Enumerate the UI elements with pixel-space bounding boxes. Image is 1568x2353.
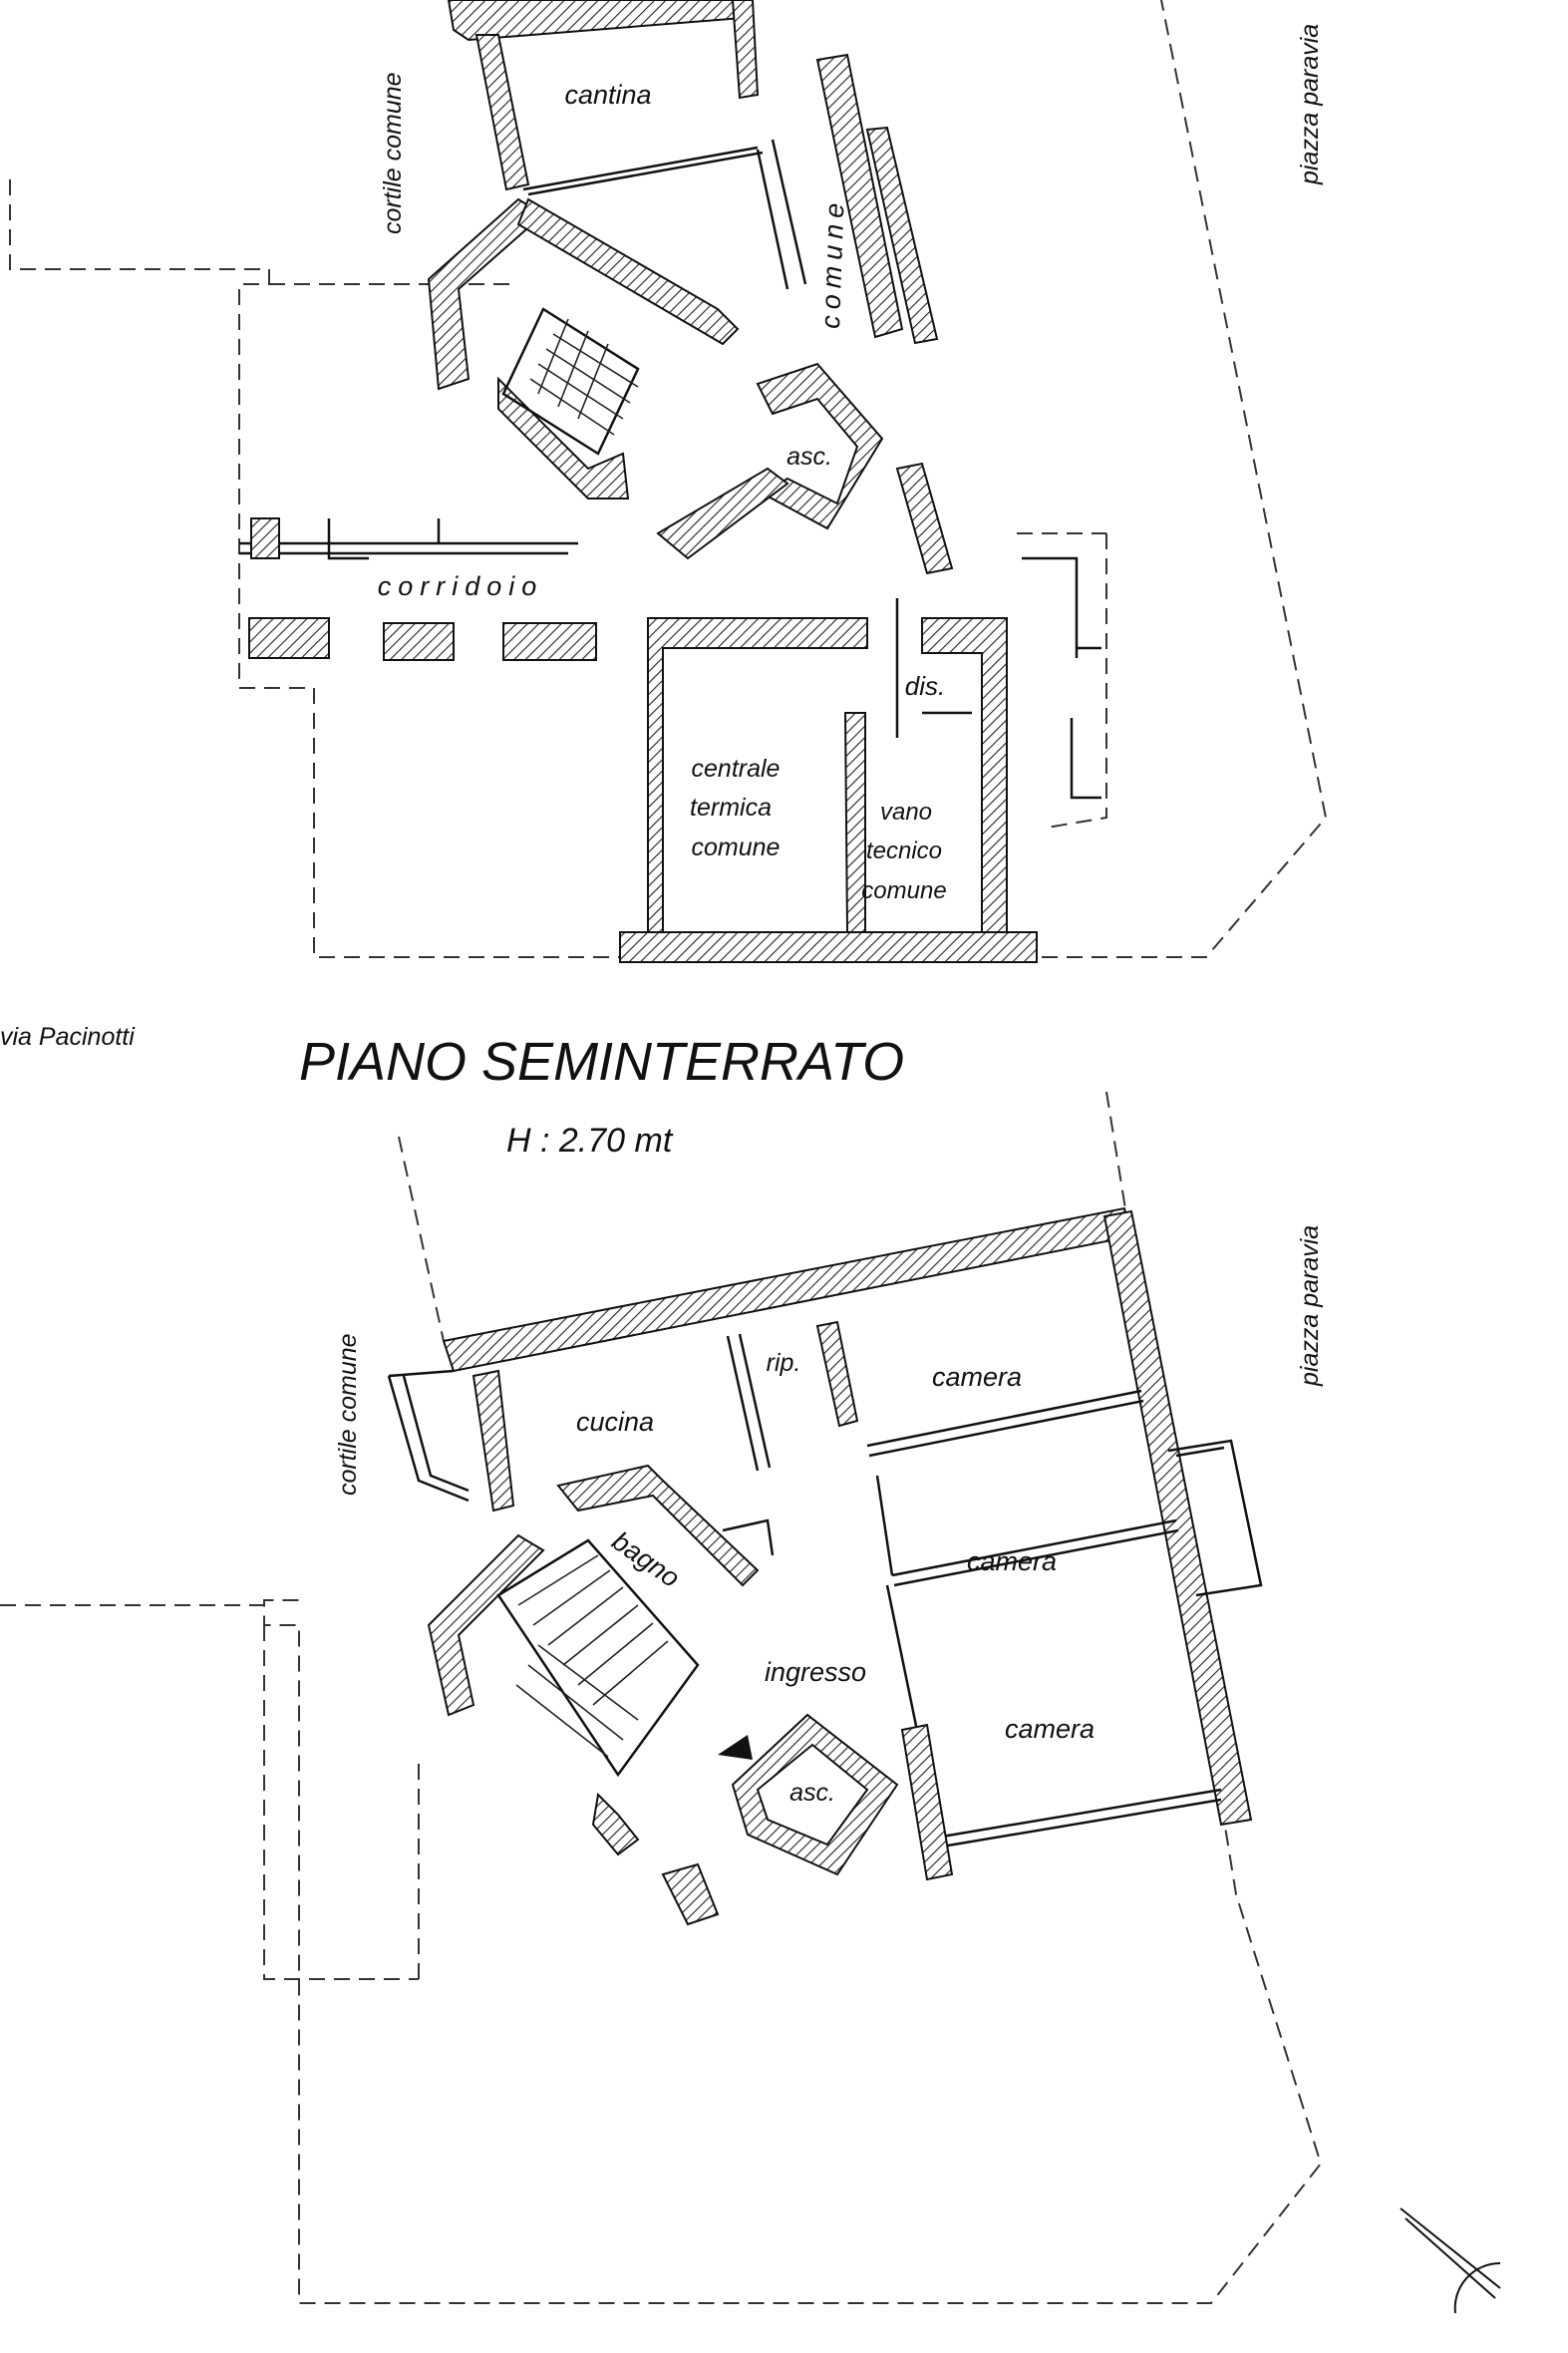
- label-bagno: bagno: [607, 1525, 686, 1593]
- corridoio-pier-4: [502, 622, 597, 661]
- camera2-west-wall: [875, 1475, 894, 1576]
- top-lot-outline: [9, 0, 1328, 958]
- label-via: via Pacinotti: [0, 1023, 136, 1051]
- label-top-piazza: piazza paravia: [1296, 24, 1324, 185]
- label-bottom-piazza: piazza paravia: [1296, 1225, 1324, 1387]
- label-top-cortile: cortile comune: [379, 72, 407, 234]
- ct-right-wall: [921, 617, 1008, 933]
- stair-well-wall: [427, 1533, 545, 1717]
- label-bottom-cortile: cortile comune: [334, 1333, 362, 1496]
- label-cantina: cantina: [564, 80, 651, 110]
- apt-north-wall-ext: [388, 1369, 455, 1378]
- label-ingresso: ingresso: [765, 1657, 866, 1687]
- label-camera-2: camera: [967, 1546, 1057, 1576]
- top-lot-right-inner: [1046, 533, 1107, 829]
- cucina-balcony: [387, 1375, 470, 1503]
- right-room-2: [1070, 718, 1101, 800]
- label-centrale-3: comune: [692, 834, 781, 861]
- cucina-rip-wall-2: [738, 1333, 772, 1469]
- label-vano-1: vano: [880, 799, 932, 826]
- stair-core-wall: [427, 197, 545, 391]
- comune-wall-right2: [865, 126, 939, 345]
- label-cucina: cucina: [576, 1407, 654, 1437]
- bottom-lot-lower-left: [263, 1625, 419, 1980]
- camera3-south-wall: [941, 1788, 1222, 1839]
- top-lift-wall: [756, 362, 884, 530]
- right-room-1: [1022, 556, 1079, 658]
- label-top-asc: asc.: [786, 443, 832, 471]
- cantina-bottom-wall: [522, 146, 759, 191]
- comune-wall-right: [815, 53, 904, 339]
- east-balcony-inner: [1175, 1446, 1225, 1458]
- label-bottom-asc: asc.: [789, 1779, 835, 1807]
- camera3-west-wall: [900, 1723, 954, 1881]
- camera1-camera2-wall-2: [868, 1399, 1144, 1458]
- stair-core-wall-2: [516, 197, 740, 346]
- ct-bottom-wall: [619, 931, 1038, 963]
- cucina-balcony-inner: [402, 1375, 470, 1493]
- cucina-rip-wall: [726, 1335, 760, 1472]
- plan-title: PIANO SEMINTERRATO: [299, 1032, 904, 1092]
- compass-icon: [1400, 2207, 1501, 2314]
- label-centrale-1: centrale: [692, 755, 781, 783]
- cantina-wall-right: [731, 0, 760, 100]
- cucina-west-wall: [471, 1369, 515, 1513]
- apt-north-wall: [442, 1206, 1133, 1373]
- label-corridoio: corridoio: [378, 571, 544, 601]
- rip-wall: [815, 1320, 859, 1428]
- label-rip: rip.: [767, 1349, 801, 1377]
- camera2-camera3-wall: [891, 1518, 1177, 1577]
- comune-wall-left: [756, 149, 789, 290]
- camera2-camera3-wall-2: [893, 1528, 1179, 1587]
- label-dis: dis.: [905, 671, 945, 701]
- bottom-lot-outline: [263, 1091, 1323, 2304]
- comune-wall-left2: [771, 139, 807, 285]
- bottom-floor-plan: cucina rip. camera camera camera bagno i…: [0, 1091, 1324, 2304]
- corridoio-pier-3: [383, 622, 455, 661]
- top-lift-arm: [656, 467, 789, 560]
- height-note: H : 2.70 mt: [506, 1122, 674, 1160]
- corridoio-pier-1: [250, 517, 280, 559]
- label-camera-1: camera: [932, 1362, 1022, 1392]
- cantina-bottom-wall-inner: [527, 151, 764, 196]
- stair-core-wall-3: [497, 376, 630, 500]
- bagno-lower-wall: [661, 1862, 720, 1926]
- top-floor-plan: cantina comune asc. corridoio dis. centr…: [0, 0, 1328, 1051]
- apt-east-wall: [1102, 1209, 1253, 1827]
- camera1-camera2-wall: [866, 1389, 1142, 1448]
- corridoio-door-1: [327, 518, 369, 560]
- label-vano-2: tecnico: [866, 838, 942, 864]
- bagno-door: [722, 1518, 775, 1556]
- label-centrale-2: termica: [690, 794, 772, 822]
- bagno-wall: [556, 1464, 760, 1587]
- entrance-arrow-icon: [718, 1735, 753, 1760]
- east-balcony: [1167, 1439, 1263, 1597]
- stair-steps-top: [501, 307, 640, 456]
- bottom-lift-shaft: [756, 1743, 869, 1847]
- label-comune: comune: [815, 196, 850, 329]
- stair-well-wall-2: [591, 1792, 640, 1856]
- camera3-south-wall-2: [941, 1798, 1222, 1849]
- right-wall-segment-1: [895, 462, 954, 575]
- ct-divider: [843, 712, 866, 933]
- label-vano-3: comune: [861, 877, 946, 904]
- corridoio-pier-2: [248, 617, 330, 659]
- label-camera-3: camera: [1005, 1714, 1095, 1744]
- stair-steps-bottom: [496, 1538, 700, 1778]
- cantina-wall-left: [474, 34, 530, 191]
- cantina-wall-top: [447, 0, 745, 42]
